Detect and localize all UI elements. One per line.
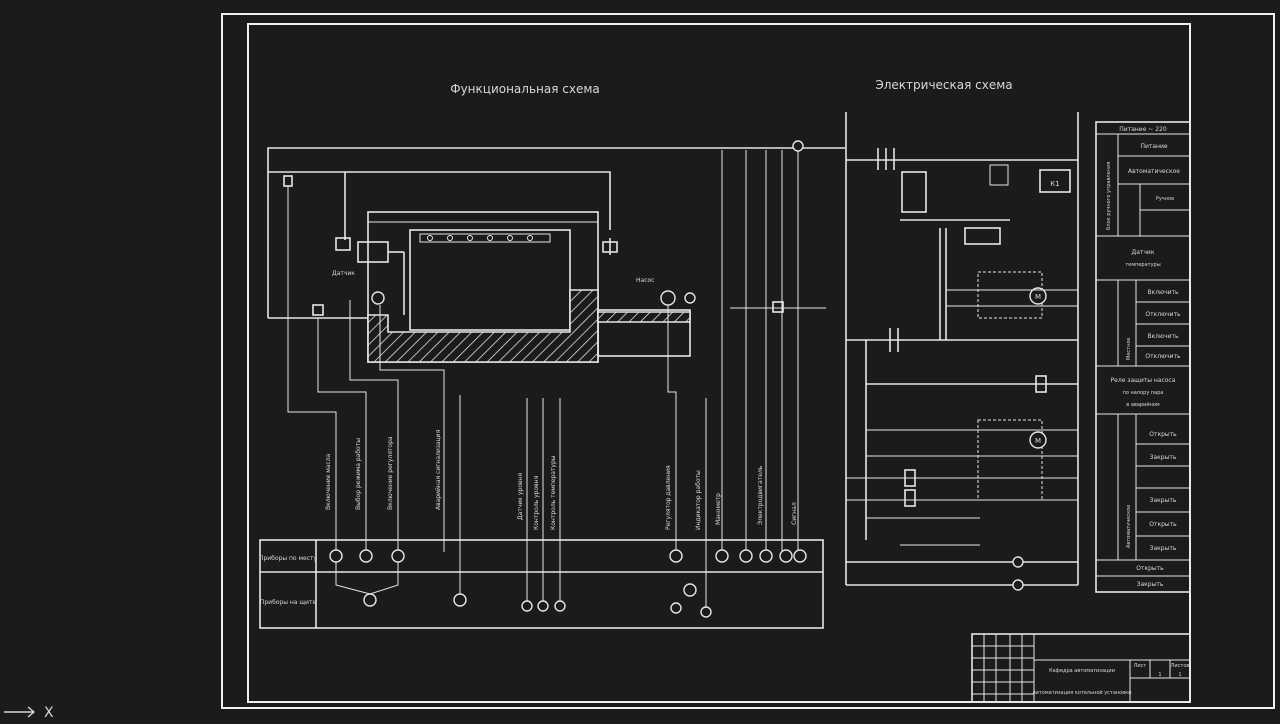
motor-1-label: M (1035, 293, 1041, 301)
valve-sub: по напору пара (1123, 390, 1164, 396)
ucs-icon (4, 706, 36, 718)
signal-label: Сигнал (791, 502, 798, 525)
disable-2: Отключить (1145, 353, 1181, 360)
signal-label: Аварийная сигнализация (435, 429, 442, 510)
signal-label: Контроль уровня (533, 475, 540, 530)
signal-label: Манометр (715, 493, 722, 525)
inner-frame (247, 23, 1191, 703)
signal-label: Электродвигатель (757, 465, 764, 525)
title-block: Кафедра автоматизации Лист Листов 1 1 Ав… (971, 633, 1191, 703)
stamp-sheets-label: Листов (1171, 663, 1190, 669)
delay-sub-label: температуры (1125, 262, 1160, 268)
signal-label: Контроль температуры (550, 455, 557, 530)
signal-label: Регулятор давления (665, 465, 672, 530)
stamp-sheets: 1 (1178, 672, 1181, 678)
motor-2-label: M (1035, 437, 1041, 445)
table-row-local: Приборы по месту (259, 555, 318, 562)
open-2: Открыть (1149, 521, 1177, 528)
functional-scheme: Датчик Насос (267, 140, 845, 612)
enable-1: Включить (1147, 289, 1179, 296)
signal-label: Индикатор работы (695, 470, 702, 530)
table-row-panel: Приборы на щите (260, 599, 317, 606)
stamp-sheet: 1 (1158, 672, 1161, 678)
open-1: Открыть (1149, 431, 1177, 438)
pump-label: Насос (636, 277, 654, 284)
function-panel: Питание ~ 220 Питание Автоматическое Руч… (1095, 121, 1191, 593)
signal-label: Включение масла (325, 453, 332, 510)
electrical-scheme: К1 M M (845, 112, 1079, 591)
stamp-sheet-label: Лист (1134, 663, 1147, 669)
stamp-drawing: Автоматизация котельной установки (1033, 689, 1132, 696)
disable-1: Отключить (1145, 311, 1181, 318)
open-3: Открыть (1136, 565, 1164, 572)
close-2: Закрыть (1150, 497, 1177, 504)
signal-label: Выбор режима работы (355, 438, 362, 510)
stamp-org: Кафедра автоматизации (1049, 668, 1115, 674)
valve-title: Реле защиты насоса (1111, 377, 1176, 384)
valve-sub2: в аварийном (1126, 401, 1160, 408)
close-1: Закрыть (1150, 454, 1177, 461)
command-prompt-x[interactable]: X (44, 705, 54, 721)
manual-label: Ручное (1156, 196, 1174, 202)
delay-label: Датчик (1132, 249, 1155, 256)
close-3: Закрыть (1150, 545, 1177, 552)
signal-label: Датчик уровня (517, 473, 524, 520)
tank-base-hatch (367, 289, 599, 363)
close-4: Закрыть (1137, 581, 1164, 588)
local-mode-label: Местное (1126, 338, 1132, 360)
functional-scheme-title: Функциональная схема (450, 82, 600, 96)
tank-chamber (409, 229, 571, 331)
group1-label: Блок ручного управления (1106, 162, 1112, 230)
remote-mode-label: Автоматическое (1126, 505, 1132, 548)
enable-2: Включить (1147, 333, 1179, 340)
outer-frame (221, 13, 1275, 709)
instrument-table: Приборы по месту Приборы на щите (259, 539, 824, 629)
k1-label: К1 (1050, 180, 1059, 188)
signal-label: Включение регулятора (387, 436, 394, 510)
signal-labels: Включение масла Выбор режима работы Вклю… (325, 429, 798, 530)
valve-label: Датчик (332, 270, 355, 277)
electrical-scheme-title: Электрическая схема (875, 78, 1012, 92)
power-label: Питание (1140, 143, 1167, 150)
auto-label: Автоматическое (1128, 168, 1180, 175)
supply-label: Питание ~ 220 (1119, 126, 1167, 133)
